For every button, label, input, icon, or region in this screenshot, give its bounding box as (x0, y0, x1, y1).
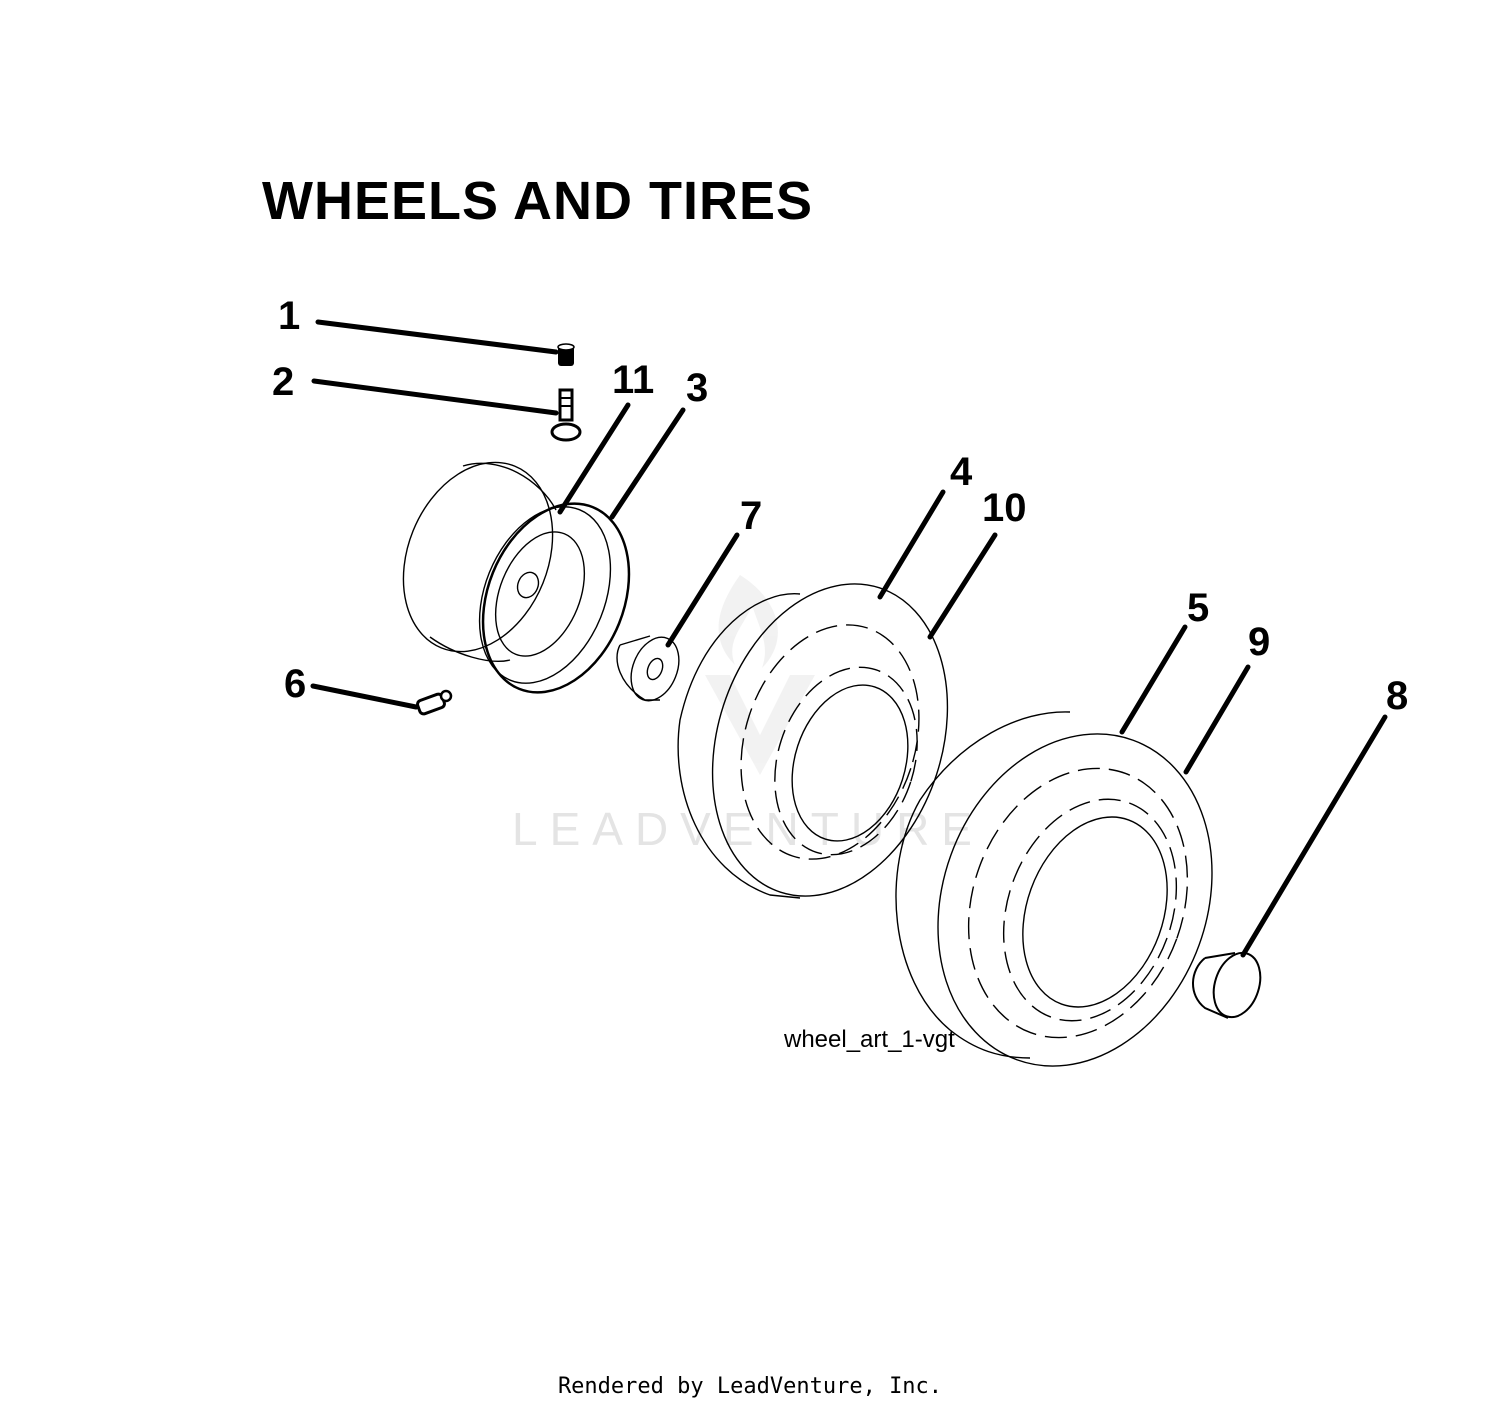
leader-line-7 (665, 532, 740, 648)
callout-7: 7 (740, 494, 763, 538)
leader-line-9 (1183, 664, 1251, 775)
watermark-text: LEADVENTURE (512, 803, 984, 855)
callout-1: 1 (278, 294, 301, 338)
callout-11: 11 (612, 358, 655, 402)
leader-line-1 (315, 319, 559, 355)
watermark-logo (705, 575, 815, 775)
leader-line-10 (927, 532, 998, 640)
footer-credit: Rendered by LeadVenture, Inc. (557, 1374, 943, 1399)
diagram-title: WHEELS AND TIRES (262, 171, 814, 231)
part-4-tire (677, 583, 949, 899)
part-6-grease-fitting (416, 689, 453, 716)
part-7-bushing (616, 635, 680, 702)
part-8-hub-cap (1192, 951, 1262, 1019)
callout-10: 10 (982, 486, 1027, 530)
leader-line-2 (311, 378, 559, 416)
part-5-tire (895, 711, 1213, 1067)
callout-8: 8 (1386, 674, 1409, 718)
callout-3: 3 (686, 366, 709, 410)
part-2-valve-stem (550, 388, 582, 442)
leader-line-4 (877, 489, 946, 600)
callout-9: 9 (1248, 620, 1271, 664)
leader-line-6 (310, 683, 419, 710)
art-reference-label: wheel_art_1-vgt (784, 1026, 955, 1053)
leader-line-11 (557, 402, 631, 515)
callout-4: 4 (950, 450, 973, 494)
part-1-valve-cap (557, 343, 575, 366)
part-3-rim-ring (481, 502, 631, 694)
callout-5: 5 (1187, 586, 1210, 630)
callout-6: 6 (284, 662, 307, 706)
callout-2: 2 (272, 360, 295, 404)
leader-line-3 (609, 407, 686, 520)
leader-line-5 (1119, 624, 1188, 735)
leader-line-8 (1240, 714, 1388, 958)
part-11-wheel-rim (402, 461, 612, 684)
